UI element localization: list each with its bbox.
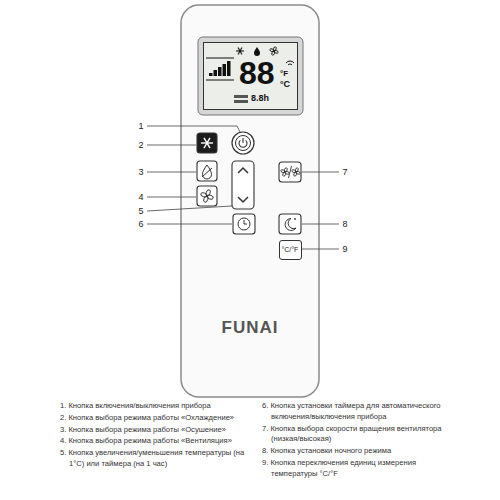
- leader-line: [302, 224, 339, 225]
- button-description: 6. Кнопка установки таймера для автомати…: [262, 401, 462, 423]
- remote-housing: [181, 5, 319, 397]
- callout-number: 8: [339, 218, 351, 230]
- callout-number: 6: [135, 218, 147, 230]
- leader-line: [147, 126, 240, 132]
- up-down-rocker: [232, 161, 254, 209]
- leader-lines: [147, 126, 339, 249]
- brand-logo: FUNAI: [181, 319, 319, 336]
- callout-number: 3: [135, 166, 147, 178]
- leader-line: [147, 172, 196, 173]
- callout-number: 7: [339, 166, 351, 178]
- fan-speed-button: [279, 162, 301, 182]
- remote-body: FUNAI 88 °F °C 8.8h °C/°F: [181, 5, 319, 397]
- lcd-digits: 88: [239, 57, 275, 89]
- leader-line: [302, 172, 339, 173]
- lcd-unit: °C: [280, 80, 290, 89]
- leader-line: [147, 197, 196, 198]
- fan-mode-button: [197, 186, 217, 206]
- dry-mode-button: [197, 161, 217, 181]
- description-column: 1. Кнопка включения/выключения прибора2.…: [60, 401, 248, 471]
- button-label: °C/°F: [281, 241, 298, 259]
- button-description: 2. Кнопка выбора режима работы «Охлажден…: [60, 413, 248, 424]
- leader-line: [147, 145, 196, 146]
- callout-number: 5: [135, 205, 147, 217]
- description-column: 6. Кнопка установки таймера для автомати…: [262, 401, 462, 480]
- sleep-button: [279, 214, 301, 234]
- button-description: 3. Кнопка выбора режима работы «Осушение…: [60, 425, 248, 436]
- timer-button: [233, 214, 255, 234]
- button-description: 9. Кнопка переключения единиц измерения …: [262, 458, 462, 480]
- callout-number: 1: [135, 120, 147, 132]
- unit-button: °C/°F: [279, 240, 302, 260]
- lcd-frame: [198, 37, 303, 115]
- leader-line: [147, 224, 232, 225]
- button-description: 4. Кнопка выбора режима работы «Вентиляц…: [60, 436, 248, 447]
- lcd-display: 88 °F °C 8.8h: [203, 42, 298, 110]
- callout-number: 9: [339, 243, 351, 255]
- callout-number: 2: [135, 139, 147, 151]
- power-button: [232, 132, 254, 154]
- leader-line: [147, 206, 232, 211]
- button-description: 1. Кнопка включения/выключения прибора: [60, 401, 248, 412]
- lcd-unit: °F: [280, 70, 288, 78]
- button-description: 5. Кнопка увеличения/уменьшения температ…: [60, 448, 248, 470]
- lcd-timer: 8.8h: [251, 94, 269, 103]
- leader-line: [302, 249, 339, 250]
- button-description: 8. Кнопка установки ночного режима: [262, 446, 462, 457]
- callout-number: 4: [135, 191, 147, 203]
- button-description: 7. Кнопка выбора скорости вращения венти…: [262, 424, 462, 446]
- cool-mode-button: [197, 133, 217, 153]
